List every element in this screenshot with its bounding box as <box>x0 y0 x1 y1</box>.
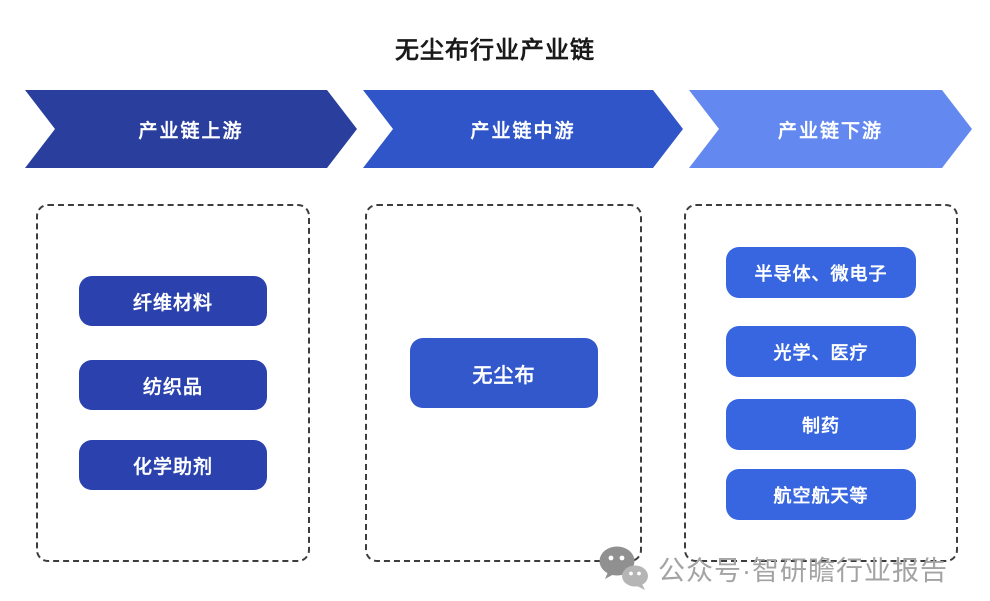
upstream-node-chemical-additives: 化学助剂 <box>79 440 267 490</box>
wechat-icon <box>598 545 650 591</box>
downstream-node-aerospace-etc: 航空航天等 <box>726 469 916 520</box>
watermark-text: 公众号·智研瞻行业报告 <box>658 555 948 586</box>
upstream-group-box: 纤维材料 纺织品 化学助剂 <box>36 204 310 562</box>
downstream-node-pharmaceutical: 制药 <box>726 399 916 450</box>
upstream-node-fiber-materials: 纤维材料 <box>79 276 267 326</box>
upstream-node-textiles: 纺织品 <box>79 360 267 410</box>
downstream-group-box: 半导体、微电子 光学、医疗 制药 航空航天等 <box>684 204 958 562</box>
watermark: 公众号·智研瞻行业报告 <box>598 542 948 594</box>
diagram-title: 无尘布行业产业链 <box>395 37 595 64</box>
midstream-node-dust-free-cloth: 无尘布 <box>410 338 598 408</box>
downstream-node-semiconductor-microelectronics: 半导体、微电子 <box>726 247 916 298</box>
stage-arrow-downstream: 产业链下游 <box>689 90 972 168</box>
stage-arrow-upstream: 产业链上游 <box>25 90 357 168</box>
stage-arrow-midstream-label: 产业链中游 <box>470 120 576 142</box>
stage-arrow-midstream: 产业链中游 <box>363 90 683 168</box>
midstream-group-box: 无尘布 <box>365 204 642 562</box>
stage-arrow-upstream-label: 产业链上游 <box>138 120 244 142</box>
downstream-node-optics-medical: 光学、医疗 <box>726 326 916 377</box>
stage-arrow-downstream-label: 产业链下游 <box>777 120 883 142</box>
